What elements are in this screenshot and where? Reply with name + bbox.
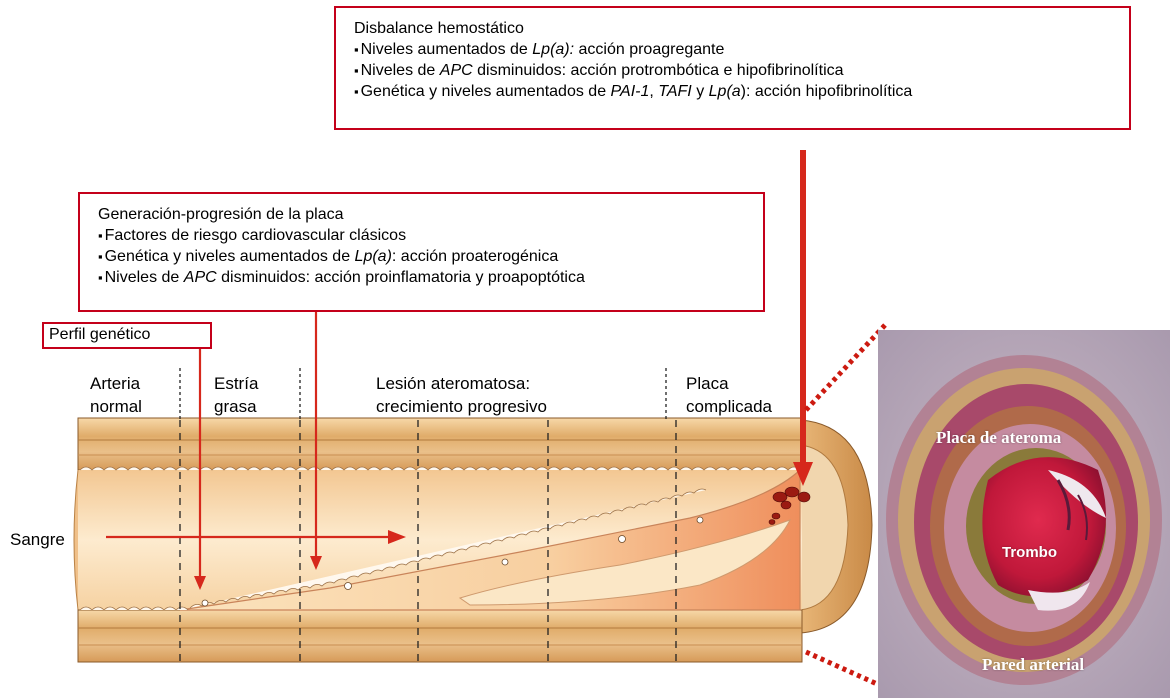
hemostatic-item-1: Niveles aumentados de Lp(a): acción proa…: [354, 39, 1129, 60]
lower-vessel-wall: [78, 610, 802, 662]
hemostatic-imbalance-box: Disbalance hemostático Niveles aumentado…: [334, 6, 1131, 130]
blood-label: Sangre: [10, 530, 65, 550]
hemostatic-title: Disbalance hemostático: [354, 18, 1129, 39]
plaque-item-3: Niveles de APC disminuidos: acción proin…: [98, 267, 763, 288]
hemostatic-item-3: Genética y niveles aumentados de PAI-1, …: [354, 81, 1129, 102]
micrograph-image: [878, 330, 1170, 698]
plaque-title: Generación-progresión de la placa: [98, 204, 763, 225]
plaque-progression-box: Generación-progresión de la placa Factor…: [78, 192, 765, 312]
hemostatic-item-2: Niveles de APC disminuidos: acción protr…: [354, 60, 1129, 81]
plaque-item-2: Genética y niveles aumentados de Lp(a): …: [98, 246, 763, 267]
genetic-profile-box: Perfil genético: [42, 322, 212, 349]
upper-vessel-wall: [78, 418, 802, 470]
stage-atheromatous-lesion: Lesión ateromatosa:crecimiento progresiv…: [376, 372, 547, 418]
micrograph-plaque-label: Placa de ateroma: [936, 428, 1061, 448]
micrograph-wall-label: Pared arterial: [982, 655, 1084, 675]
histology-micrograph: Placa de ateroma Trombo Pared arterial: [878, 330, 1170, 698]
plaque-item-1: Factores de riesgo cardiovascular clásic…: [98, 225, 763, 246]
micrograph-thrombus-label: Trombo: [1002, 544, 1057, 561]
